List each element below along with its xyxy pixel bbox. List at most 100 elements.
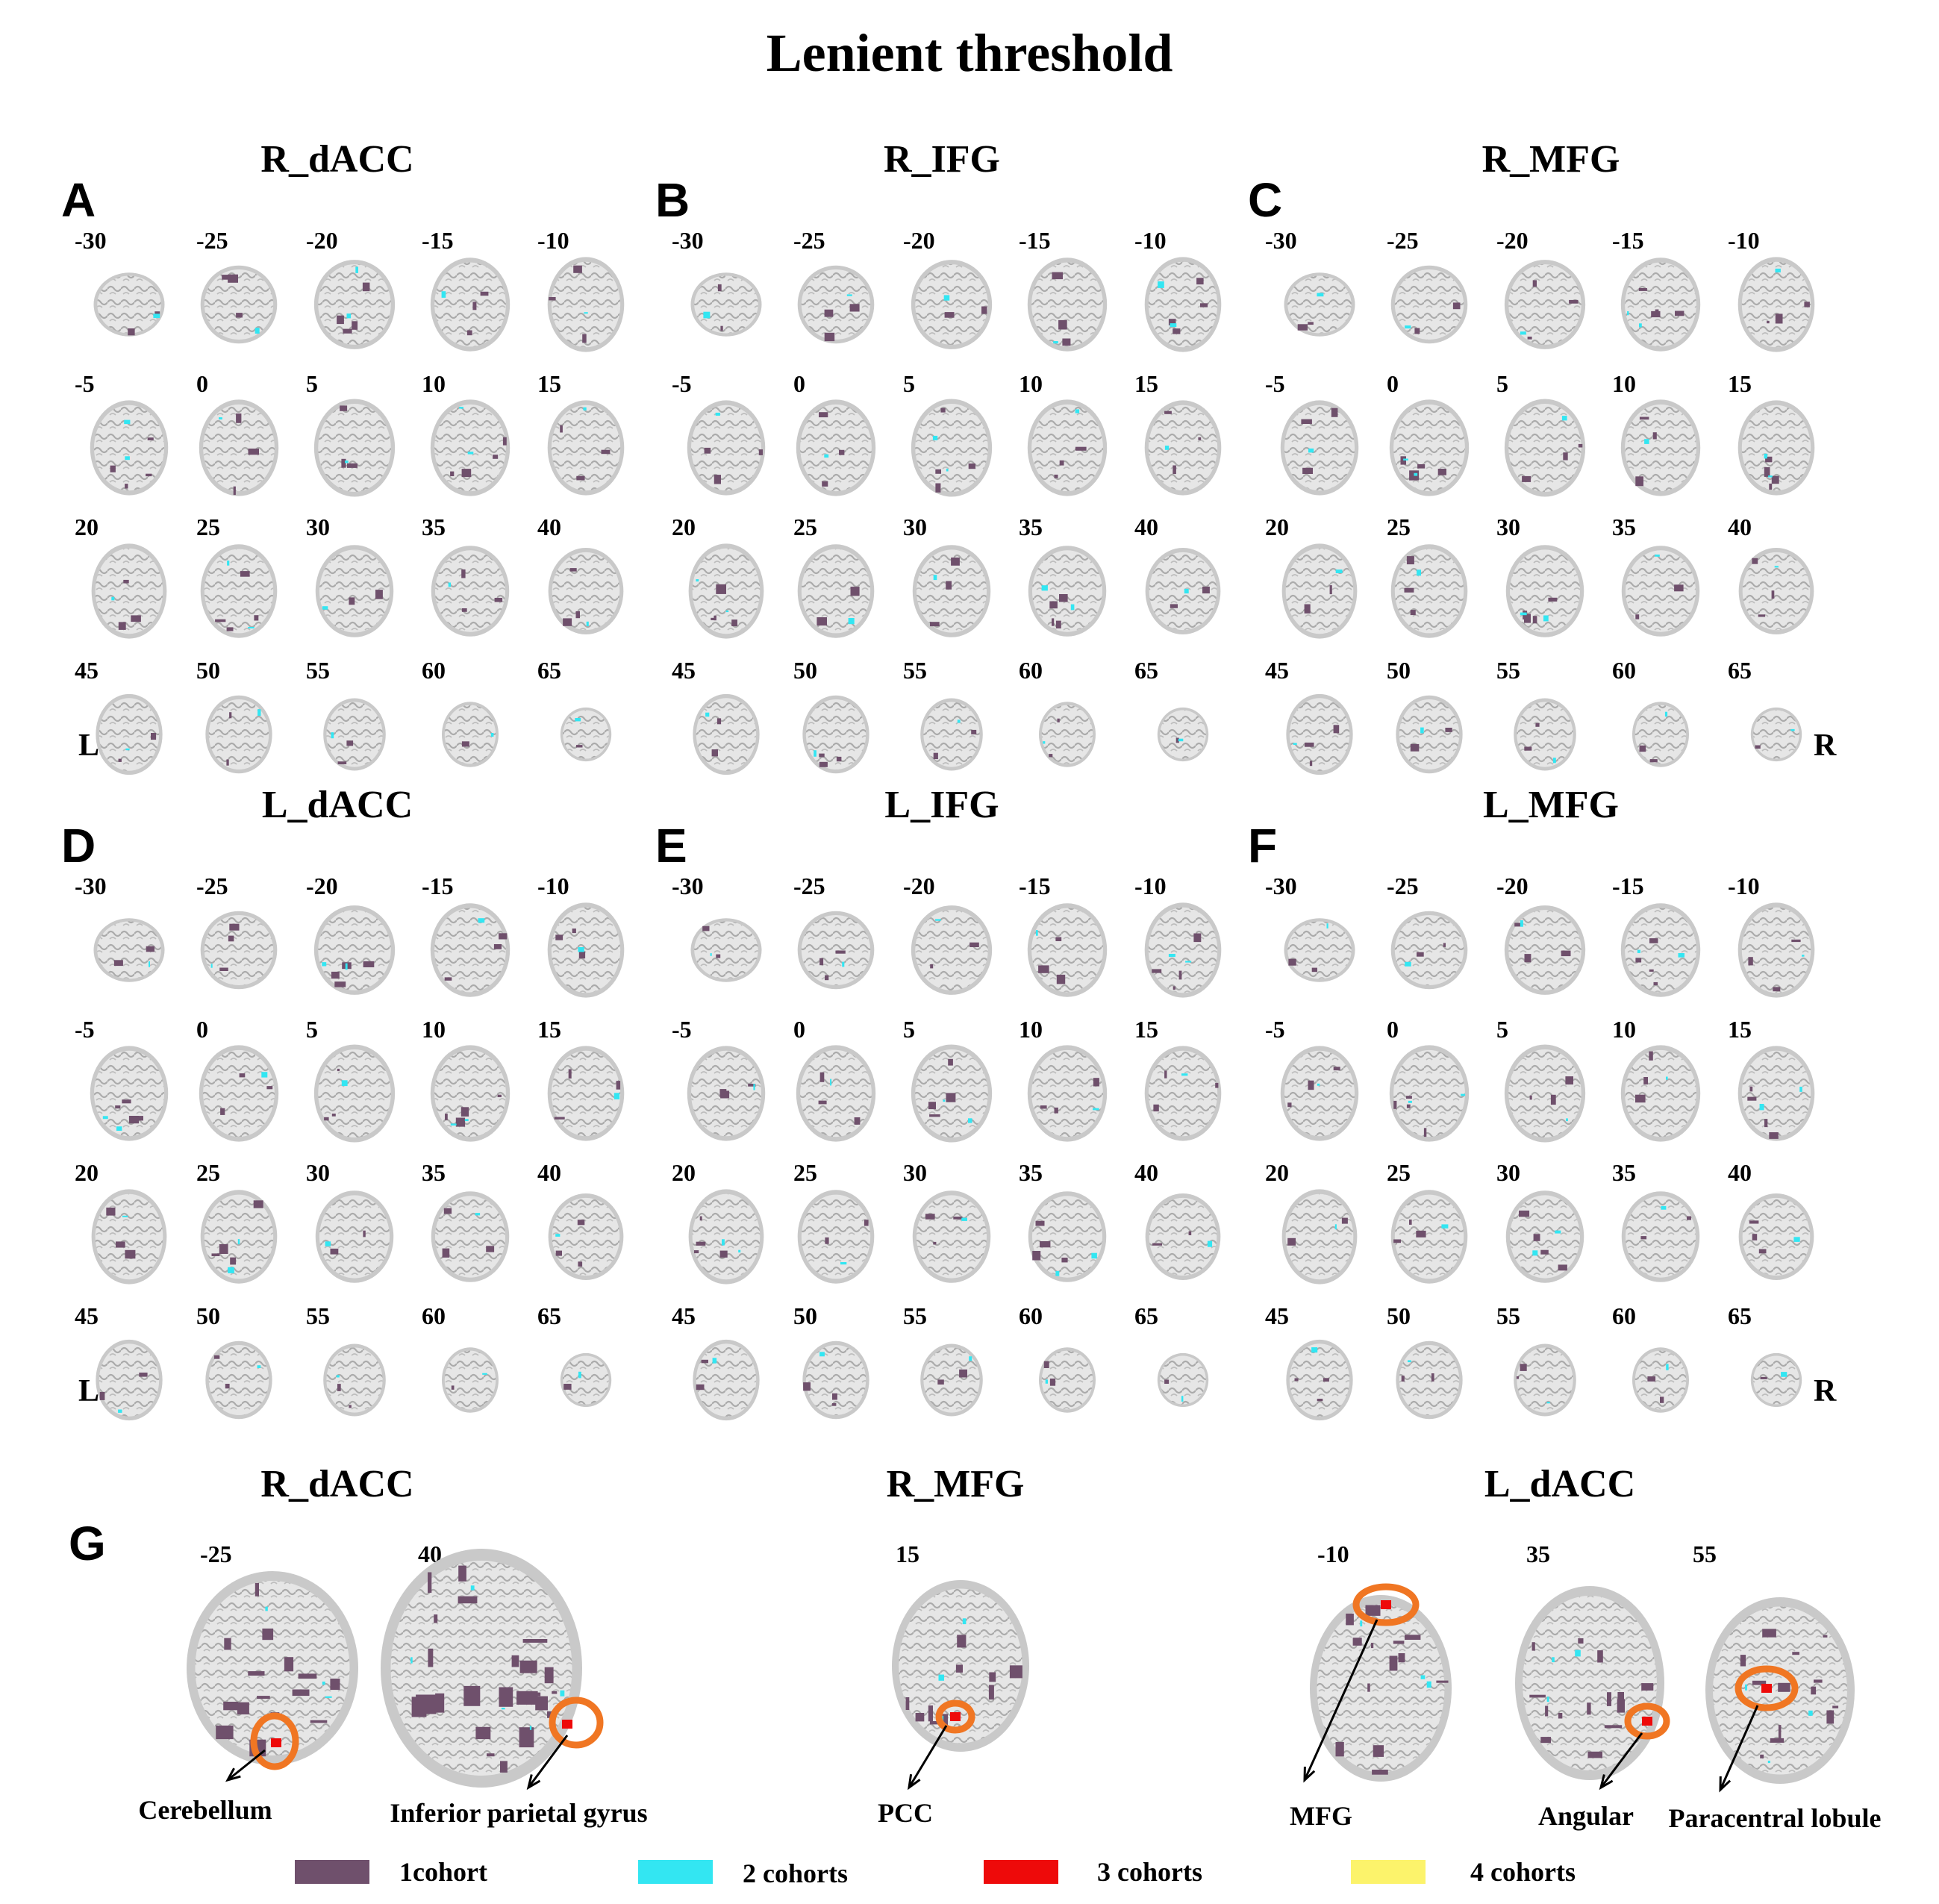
cohort-1-cluster [236,413,242,423]
cohort-1-cluster [224,1638,231,1650]
brain-slice [323,698,386,771]
cohort-2-cluster [933,575,937,581]
cohort-1-cluster [1647,1376,1656,1382]
brain-matter [204,269,274,340]
cohort-2-cluster [1774,566,1779,568]
brain-matter [434,262,506,347]
slice-label: 25 [793,514,817,540]
slice-label: -15 [422,873,454,899]
cohort-1-cluster [1058,319,1067,330]
figure-title: Lenient threshold [766,23,1173,83]
brain-matter [1160,1355,1206,1405]
cohort-2-cluster [1308,448,1314,453]
cohort-1-cluster [1302,467,1313,474]
slice-label: -30 [1265,227,1297,254]
cohort-2-cluster [842,961,845,967]
cohort-2-cluster [1764,453,1767,459]
g-region-label: Cerebellum [138,1795,272,1825]
cohort-1-cluster [253,1200,263,1208]
cohort-1-cluster [850,587,860,596]
cohort-2-cluster [1441,1224,1449,1229]
cohort-1-cluster [460,1107,469,1117]
cohort-2-cluster [1775,268,1781,272]
cohort-1-cluster [1056,974,1066,984]
cohort-1-cluster [1778,1682,1790,1692]
cohort-2-cluster [478,918,485,923]
cohort-2-cluster [1408,1360,1411,1363]
brain-matter [1625,1196,1696,1278]
cohort-1-cluster [229,923,240,931]
cohort-1-cluster [1778,1725,1782,1739]
cohort-1-cluster [487,1753,495,1757]
cohort-1-cluster [211,1253,220,1256]
cohort-1-cluster [1055,620,1061,628]
cohort-1-cluster [137,1116,143,1121]
cohort-1-cluster [1635,958,1642,963]
cohort-2-cluster [470,1585,475,1591]
cohort-2-cluster [1546,1402,1550,1404]
cohort-1-cluster [1365,1605,1381,1616]
brain-matter [1523,1596,1657,1770]
brain-matter [551,907,621,993]
slice-label: 50 [793,1302,817,1329]
cohort-1-cluster [824,332,835,342]
brain-slice [1632,1347,1689,1413]
brain-matter [434,1196,506,1278]
cohort-1-cluster [1173,328,1181,334]
g-slice-label: 55 [1693,1541,1717,1567]
cohort-1-cluster [349,1405,352,1408]
brain-matter [805,1344,867,1416]
cohort-1-cluster [803,1382,811,1391]
cohort-2-cluster [116,1126,122,1131]
cohort-1-cluster [1370,1643,1374,1649]
brain-slice [442,1347,499,1413]
cohort-1-cluster [1532,616,1537,624]
brain-matter [319,1195,390,1279]
brain-matter [1394,269,1464,340]
cohort-1-cluster [937,1379,944,1385]
slice-label: -10 [1134,227,1167,254]
cohort-1-cluster [1049,754,1053,758]
cohort-1-cluster [375,590,383,599]
cohort-2-cluster [1185,961,1192,963]
cohort-1-cluster [233,486,236,496]
cohort-2-cluster [467,452,474,455]
cohort-1-cluster [337,315,344,325]
brain-slice [688,1189,764,1285]
brain-matter [800,404,872,492]
cohort-2-cluster [946,468,949,472]
brain-slice [1505,545,1584,637]
slice-label: 60 [1612,1302,1636,1329]
cohort-1-cluster [544,1667,554,1684]
brain-slice [1286,693,1353,775]
cohort-2-cluster [257,709,261,716]
cohort-1-cluster [731,619,737,626]
cohort-1-cluster [1535,722,1540,727]
cohort-3-cluster [562,1720,572,1729]
cohort-1-cluster [940,408,946,413]
cohort-1-cluster [1308,1080,1314,1090]
brain-slice [1515,1586,1670,1791]
cohort-1-cluster [466,330,472,336]
cohort-1-cluster [1635,476,1643,487]
cohort-1-cluster [1288,958,1296,966]
brain-matter [93,405,165,491]
brain-matter [204,549,274,634]
brain-matter [1394,1194,1464,1279]
slice-label: 45 [672,1302,696,1329]
cohort-2-cluster [1326,923,1328,928]
cohort-1-cluster [1409,1219,1412,1225]
brain-slice [1390,265,1468,344]
arrow-head [1303,1766,1316,1783]
cohort-2-cluster [355,266,358,273]
brain-slice [920,698,983,771]
cohort-1-cluster [116,1241,125,1248]
brain-slice [796,1045,876,1142]
cohort-3-cluster [1642,1717,1652,1726]
cohort-1-cluster [110,465,116,472]
brain-slice [548,1193,624,1280]
cohort-1-cluster [330,1248,339,1255]
brain-matter [923,1347,980,1413]
